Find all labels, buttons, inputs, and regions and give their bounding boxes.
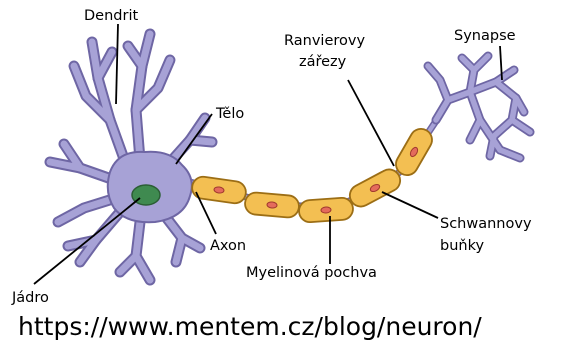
label-schwann-line1: Schwannovy — [440, 216, 532, 232]
pointer-ranvier — [348, 80, 394, 166]
label-ranvier-line2: zářezy — [299, 54, 347, 70]
label-jadro: Jádro — [11, 290, 49, 306]
cell-body — [50, 34, 212, 280]
pointer-schwann — [382, 192, 438, 218]
label-synapse: Synapse — [454, 28, 516, 44]
myelin-segment — [346, 166, 404, 211]
myelin-segment — [298, 197, 353, 223]
myelin-segment — [244, 192, 300, 219]
label-axon: Axon — [210, 238, 246, 254]
label-schwann-line2: buňky — [440, 238, 484, 254]
label-ranvier-line1: Ranvierovy — [284, 33, 365, 49]
myelin-segment — [392, 125, 436, 179]
source-url: https://www.mentem.cz/blog/neuron/ — [18, 312, 482, 341]
axon-terminal — [428, 56, 530, 158]
label-dendrit: Dendrit — [84, 8, 138, 24]
label-telo: Tělo — [215, 106, 244, 122]
label-myelin: Myelinová pochva — [246, 265, 377, 281]
pointer-dendrit — [116, 24, 118, 104]
